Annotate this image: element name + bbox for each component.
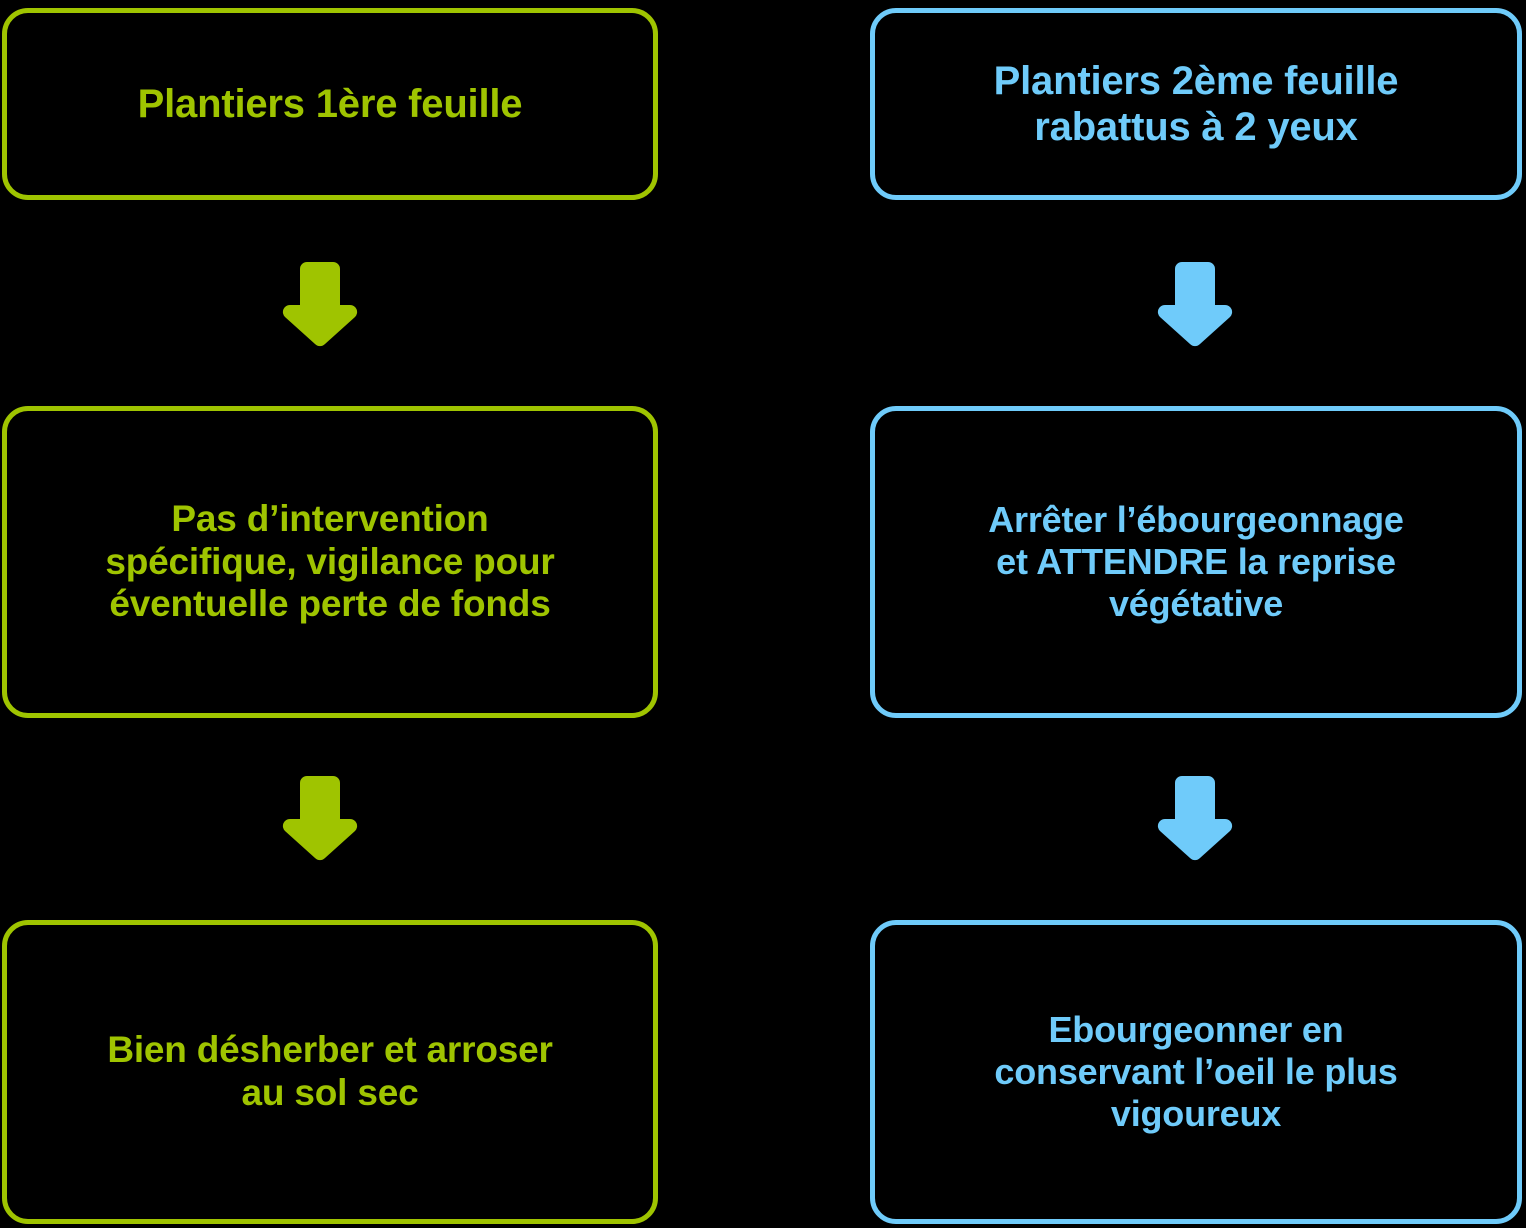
arrow-down-icon: [1157, 772, 1233, 864]
flow-node-label: Bien désherber et arroser au sol sec: [107, 1029, 553, 1113]
flow-node-label: Plantiers 1ère feuille: [137, 81, 523, 126]
flow-node-bien-desherber[interactable]: Bien désherber et arroser au sol sec: [2, 920, 658, 1224]
arrow-down-icon: [282, 258, 358, 350]
flow-node-pas-d-intervention[interactable]: Pas d’intervention spécifique, vigilance…: [2, 406, 658, 718]
flow-node-ebourgeonner-en-conservant[interactable]: Ebourgeonner en conservant l’oeil le plu…: [870, 920, 1522, 1224]
flow-node-label: Ebourgeonner en conservant l’oeil le plu…: [994, 1009, 1398, 1134]
flow-node-plantiers-2eme-feuille[interactable]: Plantiers 2ème feuille rabattus à 2 yeux: [870, 8, 1522, 200]
arrow-down-icon: [282, 772, 358, 864]
flow-node-plantiers-1ere-feuille[interactable]: Plantiers 1ère feuille: [2, 8, 658, 200]
arrow-down-icon: [1157, 258, 1233, 350]
flow-node-label: Plantiers 2ème feuille rabattus à 2 yeux: [993, 58, 1399, 149]
flow-node-arreter-ebourgeonnage[interactable]: Arrêter l’ébourgeonnage et ATTENDRE la r…: [870, 406, 1522, 718]
flow-node-label: Pas d’intervention spécifique, vigilance…: [105, 497, 555, 625]
flow-node-label: Arrêter l’ébourgeonnage et ATTENDRE la r…: [988, 499, 1404, 624]
